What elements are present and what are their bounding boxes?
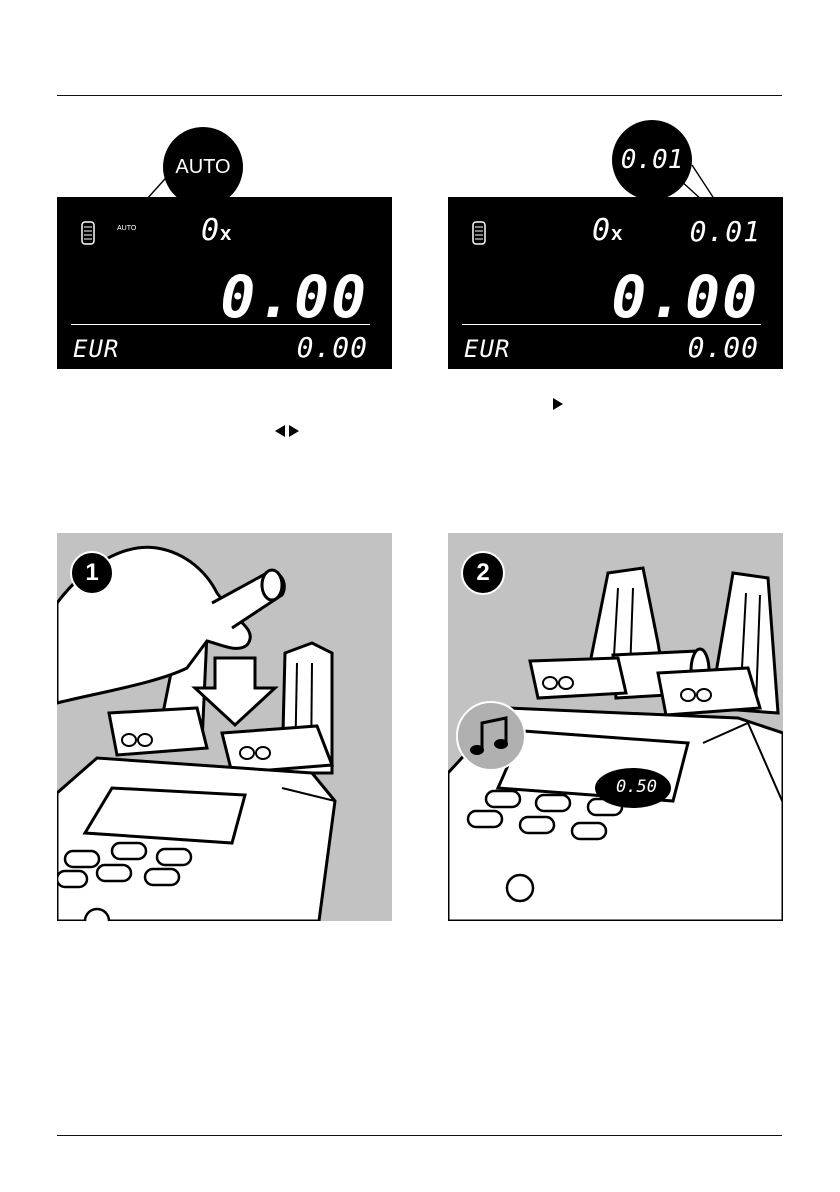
coin-count-value: 0 xyxy=(592,213,611,248)
music-note-icon xyxy=(458,703,524,769)
display-value: 0.50 xyxy=(616,777,657,797)
lcd-display-right: 0x 0.01 0.00 EUR 0.00 xyxy=(448,197,783,369)
right-arrow-icon xyxy=(553,398,563,410)
currency-label: EUR xyxy=(464,335,510,363)
step-number-badge: 1 xyxy=(70,551,114,595)
right-arrow-icon xyxy=(289,425,299,437)
denomination-value: 0.01 xyxy=(690,215,761,248)
sum-value: 0.00 xyxy=(688,331,759,364)
illustration-panel-insert-coins: 1 xyxy=(57,533,392,921)
bottom-rule xyxy=(57,1135,782,1136)
coin-counter-insert-illustration xyxy=(57,533,392,921)
illustration-panel-result: 0.50 2 xyxy=(448,533,783,921)
left-arrow-icon xyxy=(275,425,285,437)
coin-stack-icon xyxy=(472,221,486,245)
total-value: 0.00 xyxy=(611,263,759,331)
step-number-badge: 2 xyxy=(461,551,505,595)
coin-count-suffix: x xyxy=(611,223,623,245)
sound-bubble xyxy=(456,701,526,771)
lcd-divider xyxy=(462,324,761,325)
coin-count: 0x xyxy=(592,213,623,248)
